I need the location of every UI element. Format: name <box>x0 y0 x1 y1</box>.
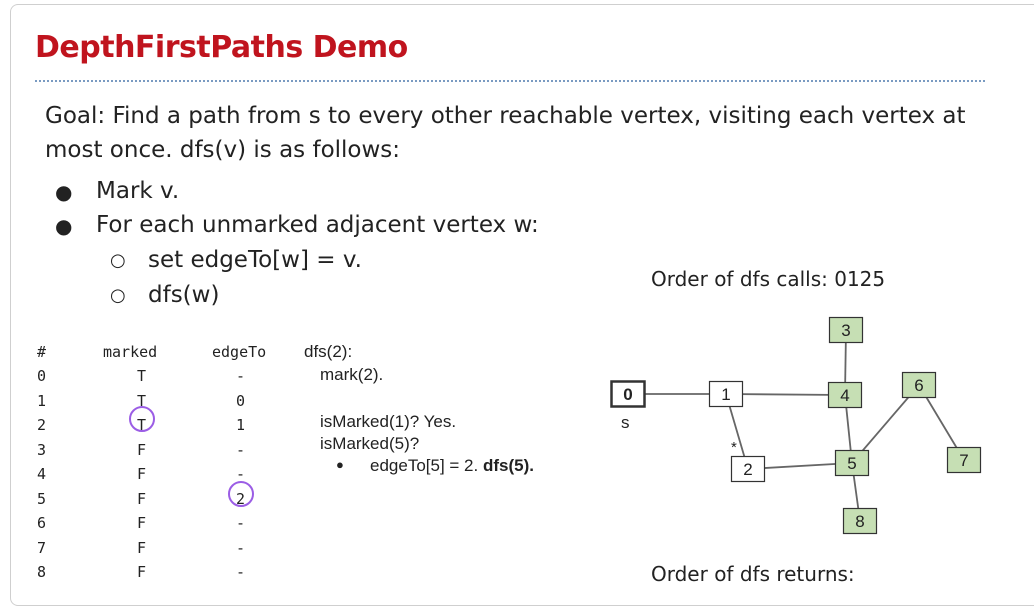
table-cell-edgeto: - <box>236 367 246 385</box>
graph-edge-2-5 <box>747 462 853 470</box>
table-cell-marked: T <box>137 391 147 410</box>
graph-edge-1-4 <box>725 393 846 396</box>
graph-diagram: 0 1 2 3 4 5 6 7 8 s * <box>610 316 982 535</box>
trace-bullet-icon: ● <box>336 457 344 472</box>
table-cell-idx: 4 <box>37 465 47 483</box>
table-cell-idx: 7 <box>37 538 47 557</box>
marked-highlight-circle <box>129 406 155 432</box>
graph-node-2 <box>730 455 766 483</box>
graph-node-label: 0 <box>623 385 632 404</box>
table-cell-idx: 1 <box>37 391 47 410</box>
table-header-index: # <box>37 343 47 361</box>
order-of-returns: Order of dfs returns: <box>651 562 855 586</box>
graph-node-4 <box>827 381 863 409</box>
table-cell-marked: F <box>137 465 147 483</box>
graph-node-label: 6 <box>914 376 923 395</box>
bullet-dot-icon: ● <box>55 180 73 204</box>
goal-line-2: most once. dfs(v) is as follows: <box>45 137 401 163</box>
graph-node-label: 7 <box>959 451 968 470</box>
graph-node-8 <box>842 507 878 535</box>
title-divider <box>35 80 985 82</box>
graph-node-5 <box>834 449 870 477</box>
slide-title: DepthFirstPaths Demo <box>35 30 408 65</box>
graph-nodes: 0 1 2 3 4 5 6 7 8 <box>610 316 982 535</box>
graph-node-3 <box>828 316 864 344</box>
table-cell-marked: F <box>137 514 147 532</box>
sub-bullet-circle-icon: ○ <box>110 285 126 306</box>
source-label: s <box>621 413 630 432</box>
graph-node-0 <box>610 380 646 408</box>
table-cell-edgeto: - <box>236 538 246 557</box>
table-header-marked: marked <box>103 343 158 361</box>
graph-node-label: 5 <box>847 454 856 473</box>
graph-node-label: 2 <box>743 460 752 479</box>
table-cell-edgeto: - <box>236 440 246 459</box>
table-cell-idx: 8 <box>37 563 47 581</box>
table-cell-idx: 6 <box>37 514 47 532</box>
table-cell-idx: 0 <box>37 367 47 385</box>
graph-node-label: 3 <box>841 321 850 340</box>
graph-edges <box>628 329 965 522</box>
graph-node-label: 4 <box>840 386 849 405</box>
table-cell-marked: F <box>137 489 147 508</box>
trace-action-call: dfs(5). <box>482 456 534 475</box>
table-cell-edgeto: - <box>236 465 246 483</box>
table-cell-idx: 5 <box>37 489 47 508</box>
trace-check-2: isMarked(5)? <box>320 434 420 453</box>
bullet-dot-icon: ● <box>55 214 73 238</box>
graph-node-label: 8 <box>855 512 864 531</box>
table-header-edgeto: edgeTo <box>212 343 267 361</box>
table-cell-edgeto: - <box>236 514 246 532</box>
trace-action-text: edgeTo[5] = 2. <box>370 456 479 475</box>
graph-node-label: 1 <box>721 385 730 404</box>
table-cell-marked: F <box>137 563 147 581</box>
graph-node-7 <box>946 446 982 474</box>
table-cell-idx: 2 <box>37 416 47 434</box>
graph-node-6 <box>901 371 937 399</box>
edgeto-highlight-circle <box>228 481 254 507</box>
sub-bullet-circle-icon: ○ <box>110 250 126 271</box>
sub-bullet-set-edgeto: set edgeTo[w] = v. <box>148 247 362 273</box>
trace-call: dfs(2): <box>304 342 353 361</box>
table-cell-edgeto: 1 <box>236 416 246 434</box>
table-cell-idx: 3 <box>37 440 47 459</box>
table-cell-marked: F <box>137 440 147 459</box>
trace-mark: mark(2). <box>320 365 384 384</box>
table-cell-marked: T <box>137 367 147 385</box>
current-vertex-marker: * <box>731 439 737 456</box>
bullet-for-each: For each unmarked adjacent vertex w: <box>96 212 539 238</box>
table-cell-edgeto: 0 <box>236 391 246 410</box>
goal-line-1: Goal: Find a path from s to every other … <box>45 103 966 129</box>
graph-node-1 <box>708 380 744 408</box>
table-cell-edgeto: - <box>236 563 246 581</box>
order-of-calls: Order of dfs calls: 0125 <box>651 267 886 291</box>
trace-action: edgeTo[5] = 2. dfs(5). <box>370 456 534 476</box>
goal-text: Goal: Find a path from s to every other … <box>45 99 1005 167</box>
sub-bullet-dfs: dfs(w) <box>148 282 220 308</box>
table-cell-marked: F <box>137 538 147 557</box>
trace-check-1: isMarked(1)? Yes. <box>320 412 457 431</box>
bullet-mark: Mark v. <box>96 178 180 204</box>
